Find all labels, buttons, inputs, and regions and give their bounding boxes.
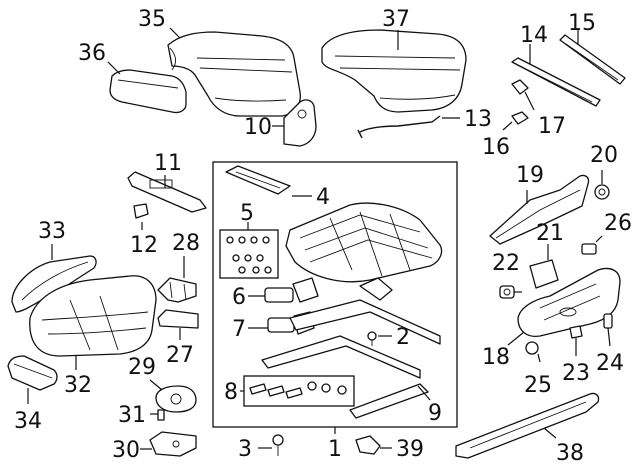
part-16-clip [511,111,529,125]
part-20-knob [594,184,610,200]
part-4-plate [225,165,291,195]
callout-4: 4 [316,185,330,210]
callout-31: 31 [118,403,146,428]
part-10-bracket [283,99,317,147]
callout-39: 39 [396,437,424,462]
part-18-side-panel [517,267,621,338]
part-31-bolt [157,409,165,421]
callout-16: 16 [482,135,510,160]
callout-6: 6 [232,285,246,310]
callout-26: 26 [604,211,632,236]
part-2-bolt [367,331,377,346]
part-23-button [569,325,583,339]
callout-18: 18 [482,345,510,370]
part-27-module [157,309,199,329]
callout-2: 2 [396,325,410,350]
callout-14: 14 [520,23,548,48]
callout-22: 22 [492,251,520,276]
part-8-bolts [249,381,347,399]
callout-3: 3 [238,437,252,462]
callout-38: 38 [556,441,584,466]
callout-20: 20 [590,143,618,168]
part-17-clip [511,79,529,95]
callout-34: 34 [14,409,42,434]
part-11-trim [127,171,207,213]
part-5-fasteners [226,236,272,274]
callout-8: 8 [224,380,238,405]
part-9-rail [349,383,429,419]
part-21-switch [529,259,559,289]
callout-28: 28 [172,231,200,256]
callout-27: 27 [166,343,194,368]
callout-25: 25 [524,373,552,398]
callout-5: 5 [240,201,254,226]
callout-11: 11 [154,151,182,176]
callout-12: 12 [130,233,158,258]
seat-track-rails [261,299,441,379]
callout-24: 24 [596,351,624,376]
callout-9: 9 [428,401,442,426]
callout-23: 23 [562,361,590,386]
callout-1: 1 [328,437,342,462]
part-13-cable [357,115,441,139]
part-37-seat-cushion-right [321,29,467,113]
part-3-bolt [272,434,284,456]
callout-32: 32 [64,373,92,398]
part-32-seat-base-cushion [29,275,157,357]
callout-17: 17 [538,114,566,139]
callout-15: 15 [568,11,596,36]
part-22-knob [499,285,515,299]
part-29-mechanism [155,385,197,413]
part-12-clip [133,203,149,219]
part-39-clip [355,435,381,455]
part-34-pad [7,355,58,391]
callout-10: 10 [244,115,272,140]
callout-19: 19 [516,163,544,188]
callout-labels: 35 37 14 15 36 10 13 16 17 11 4 5 20 19 … [14,7,632,466]
callout-7: 7 [232,317,246,342]
part-24-button [603,313,613,329]
callout-13: 13 [464,107,492,132]
part-15-rail [559,34,626,85]
callout-33: 33 [38,219,66,244]
part-26-switch [581,243,597,255]
seat-frame [285,202,443,301]
part-38-long-trim [455,392,600,459]
part-25-knob [525,341,539,355]
part-6-motor [264,277,319,303]
part-14-rail [511,57,601,107]
part-36-pad [109,69,187,114]
part-35-seat-cushion-left [167,31,301,117]
part-28-bracket [157,277,197,303]
callout-21: 21 [536,221,564,246]
part-33-side-bolster [11,255,97,313]
part-5-fastener-kit-box [219,229,279,279]
callout-36: 36 [78,41,106,66]
callout-30: 30 [112,438,140,463]
callout-29: 29 [128,355,156,380]
callout-37: 37 [382,7,410,32]
callout-35: 35 [138,7,166,32]
part-19-side-trim [489,174,590,245]
part-30-bracket [149,431,197,457]
